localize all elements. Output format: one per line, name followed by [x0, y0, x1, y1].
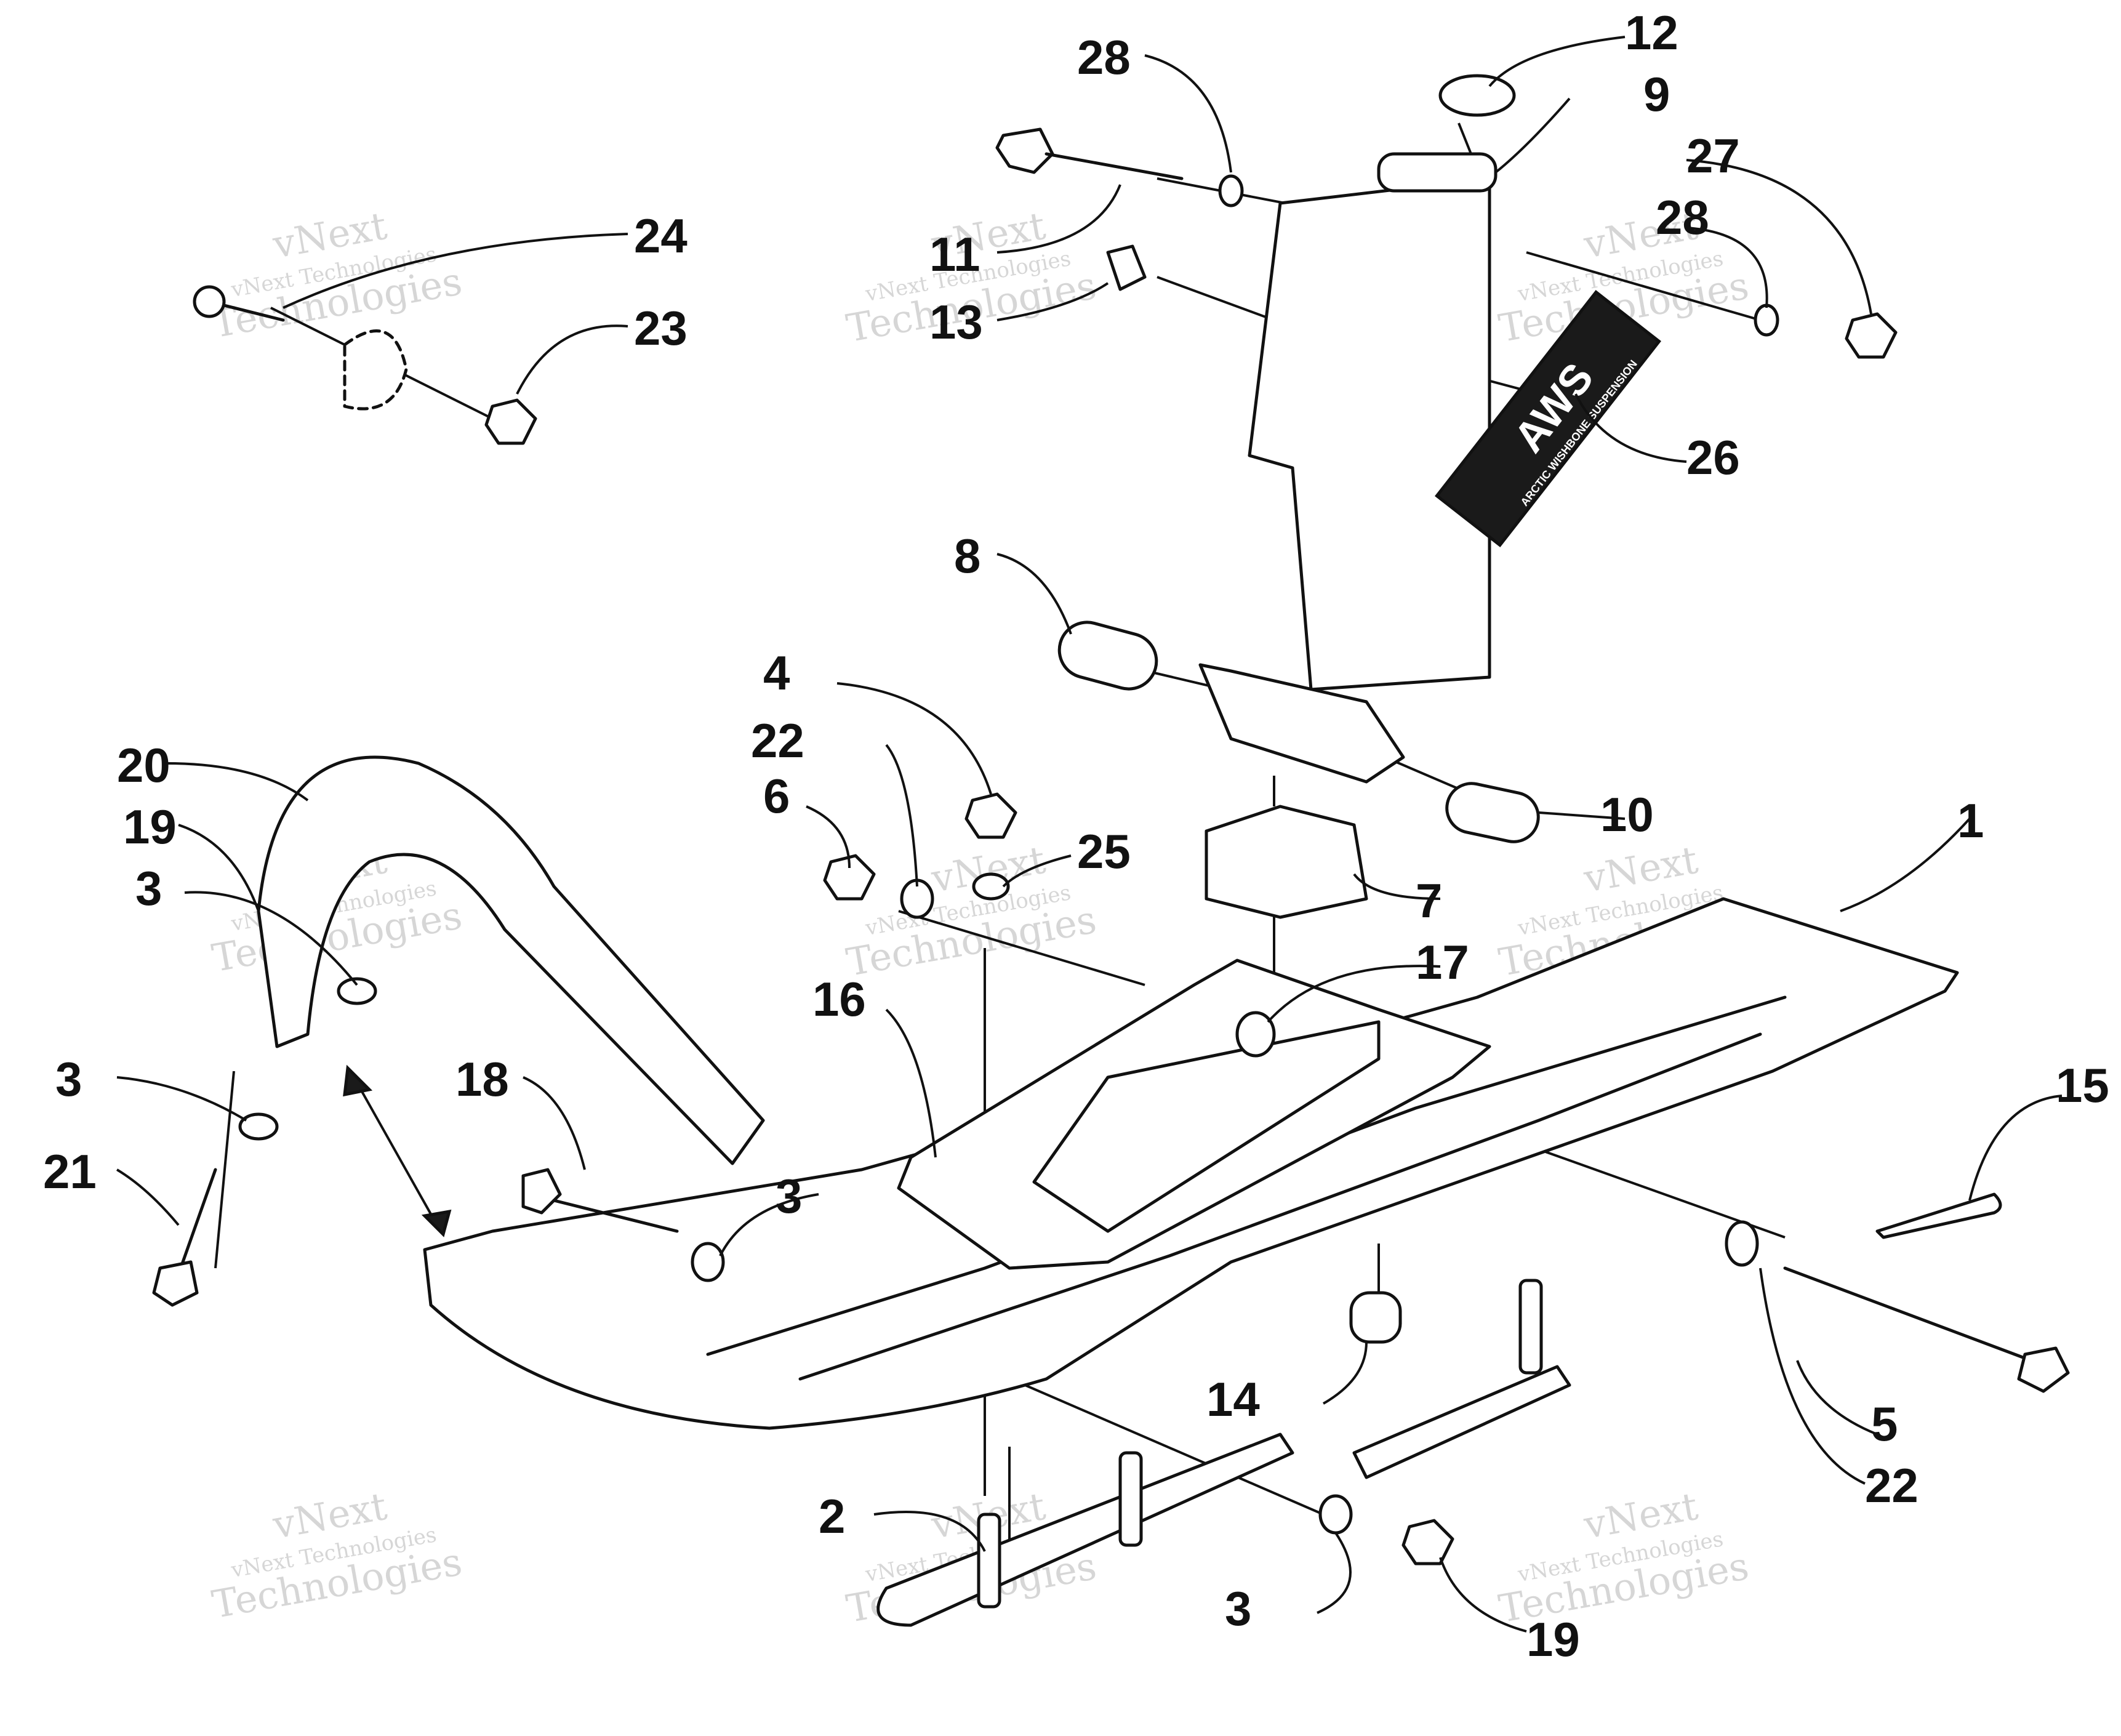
washer-25	[972, 872, 1010, 901]
stud-runner-rear	[1518, 1279, 1543, 1375]
callout-22a: 22	[751, 713, 804, 768]
callout-13: 13	[929, 295, 983, 349]
callout-24: 24	[634, 209, 688, 263]
fitting-13	[1106, 244, 1147, 291]
washer-28b	[1754, 303, 1779, 337]
washer-3-loop	[238, 1112, 279, 1141]
callout-16: 16	[812, 972, 866, 1026]
bolt-11	[995, 127, 1184, 180]
callout-10: 10	[1600, 787, 1654, 842]
callout-17: 17	[1416, 935, 1469, 989]
callout-19b: 19	[1526, 1612, 1580, 1666]
callout-7: 7	[1416, 874, 1442, 928]
callout-3c: 3	[776, 1169, 802, 1223]
arrow-up-head	[343, 1064, 373, 1097]
callout-5: 5	[1871, 1397, 1898, 1451]
callout-11: 11	[929, 227, 980, 281]
loop-20	[257, 755, 765, 1165]
stud-runner-mid	[1118, 1451, 1143, 1547]
nut-4	[964, 792, 1017, 839]
callout-26: 26	[1686, 430, 1740, 484]
callout-27: 27	[1686, 129, 1740, 183]
callout-25: 25	[1077, 824, 1131, 878]
arrow-down-head	[421, 1209, 452, 1237]
bolt-18	[521, 1168, 679, 1233]
nut-23	[484, 398, 537, 445]
washer-28a	[1218, 174, 1244, 207]
spacer-10	[1445, 782, 1540, 843]
callout-1: 1	[1957, 794, 1984, 848]
cap-12	[1438, 74, 1516, 117]
washer-3-hook	[337, 977, 377, 1005]
clamp-24	[343, 329, 408, 411]
leader-lines	[116, 36, 2063, 1633]
callout-21: 21	[43, 1144, 97, 1199]
saddle-16	[897, 958, 1491, 1270]
washer-17	[1235, 1011, 1276, 1058]
washer-3-front	[1318, 1494, 1353, 1535]
shock-housing-9	[1248, 152, 1498, 691]
cotter-pin-15	[1875, 1192, 2002, 1239]
spindle-lower-boss	[1198, 663, 1405, 784]
callout-22b: 22	[1865, 1458, 1919, 1513]
spindle-bushing-7	[1205, 805, 1368, 919]
callout-12: 12	[1625, 6, 1678, 60]
nut-19	[1401, 1519, 1454, 1565]
callout-20: 20	[117, 738, 170, 792]
callout-6: 6	[763, 769, 790, 823]
bolt-21	[152, 1168, 217, 1307]
callouts: 1 2 3 3 3 3 4 5 6 7 8 9 10 11 12 13 14 1…	[43, 6, 2109, 1666]
callout-2: 2	[819, 1489, 845, 1543]
callout-9: 9	[1643, 67, 1670, 121]
callout-8: 8	[954, 529, 980, 583]
watermark-7: vNext vNext Technologies Technologies	[209, 1484, 465, 1627]
watermark-5: vNext vNext Technologies Technologies	[843, 837, 1100, 985]
callout-4: 4	[763, 646, 790, 700]
washer-22b	[1725, 1220, 1759, 1267]
watermark-1: vNext vNext Technologies Technologies	[209, 203, 465, 347]
callout-3a: 3	[135, 861, 162, 915]
stud-2	[977, 1513, 1001, 1609]
callout-3d: 3	[1225, 1581, 1251, 1636]
callout-23: 23	[634, 301, 688, 355]
bolt-24-stud	[193, 285, 285, 322]
callout-3b: 3	[55, 1052, 82, 1106]
spacer-8	[1057, 621, 1158, 691]
housing-top-cap	[1377, 152, 1498, 193]
callout-28a: 28	[1077, 30, 1131, 84]
callout-19a: 19	[123, 800, 177, 854]
callout-15: 15	[2056, 1058, 2109, 1112]
washer-3-rear	[691, 1242, 725, 1282]
stud-14	[1349, 1291, 1402, 1344]
nut-27	[1845, 312, 1898, 359]
bolt-5	[1783, 1266, 2070, 1393]
callout-14: 14	[1206, 1372, 1260, 1426]
callout-28b: 28	[1656, 190, 1709, 244]
runner-rear	[1352, 1365, 1571, 1479]
watermark-9: vNext vNext Technologies Technologies	[1496, 1484, 1752, 1631]
nut-6	[823, 854, 876, 901]
callout-18: 18	[455, 1052, 509, 1106]
